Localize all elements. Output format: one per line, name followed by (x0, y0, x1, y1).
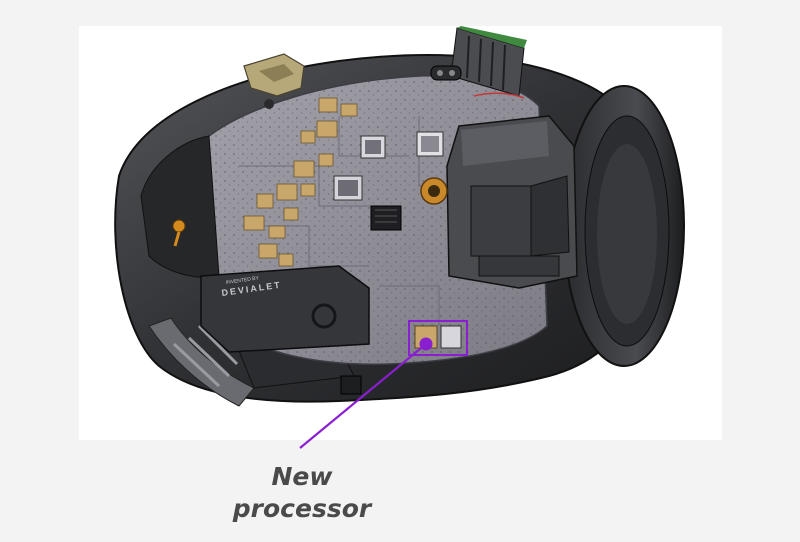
top-connector-bracket (243, 53, 305, 109)
driver-housing-block (420, 115, 578, 289)
board-chips (333, 131, 444, 231)
left-cavity (140, 135, 220, 278)
processor-caption: New processor (232, 462, 372, 523)
speaker-internals-rendering: INVENTED BY DEVIALET (114, 26, 685, 407)
device-rendering-panel: INVENTED BY DEVIALET (79, 26, 722, 440)
top-right-connector (430, 26, 527, 99)
gold-component-clusters (243, 97, 358, 267)
engraving-invented-by: INVENTED BY (225, 275, 260, 286)
engraved-logo-block: INVENTED BY DEVIALET (200, 265, 370, 353)
bottom-connector (340, 375, 362, 395)
speaker-end-cap (563, 85, 685, 367)
